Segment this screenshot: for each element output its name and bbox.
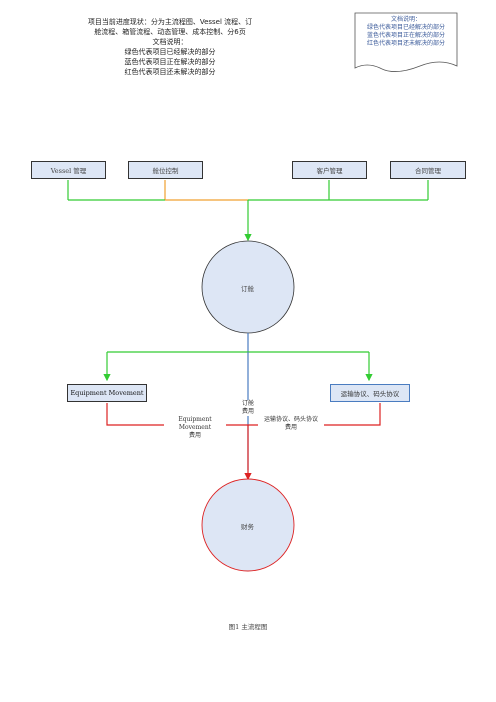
- booking-label: 订舱: [241, 285, 254, 293]
- finance-label: 财务: [241, 523, 254, 531]
- customer-management-node: 客户管理: [292, 161, 367, 179]
- legend-line: 红色代表项目还未解决的部分: [366, 40, 445, 47]
- vessel-management-node: Vessel 管理: [31, 161, 106, 179]
- header-line: 项目当前进度现状：分为主流程图、Vessel 流程、订: [87, 18, 253, 26]
- legend-line: 文档说明：: [390, 16, 421, 23]
- header-note: 项目当前进度现状：分为主流程图、Vessel 流程、订 舱流程、箱管流程、动态管…: [60, 17, 280, 77]
- diagram-caption: 图1 主流程图: [228, 623, 268, 631]
- header-line: 文档说明：: [152, 38, 188, 46]
- transport-fee-label: 运输协议、码头协议 费用: [258, 416, 324, 432]
- contract-management-node: 合同管理: [390, 161, 466, 179]
- equipment-fee-label: Equipment Movement 费用: [164, 416, 226, 440]
- header-line: 红色代表项目还未解决的部分: [124, 68, 216, 76]
- booking-fee-label: 订舱 费用: [238, 400, 258, 416]
- legend-text: 文档说明： 绿色代表项目已经解决的部分 蓝色代表项目正在解决的部分 红色代表项目…: [358, 16, 454, 48]
- equipment-movement-node: Equipment Movement: [67, 384, 147, 402]
- header-line: 蓝色代表项目正在解决的部分: [124, 58, 216, 66]
- finance-circle: [201, 478, 295, 572]
- legend-line: 蓝色代表项目正在解决的部分: [366, 32, 445, 39]
- slot-control-node: 舱位控制: [128, 161, 203, 179]
- legend-line: 绿色代表项目已经解决的部分: [366, 24, 445, 31]
- legend-box: [354, 12, 458, 72]
- header-line: 绿色代表项目已经解决的部分: [124, 48, 216, 56]
- transport-agreement-node: 运输协议、码头协议: [330, 384, 410, 402]
- header-line: 舱流程、箱管流程、动态管理、成本控制、分6页: [94, 28, 246, 36]
